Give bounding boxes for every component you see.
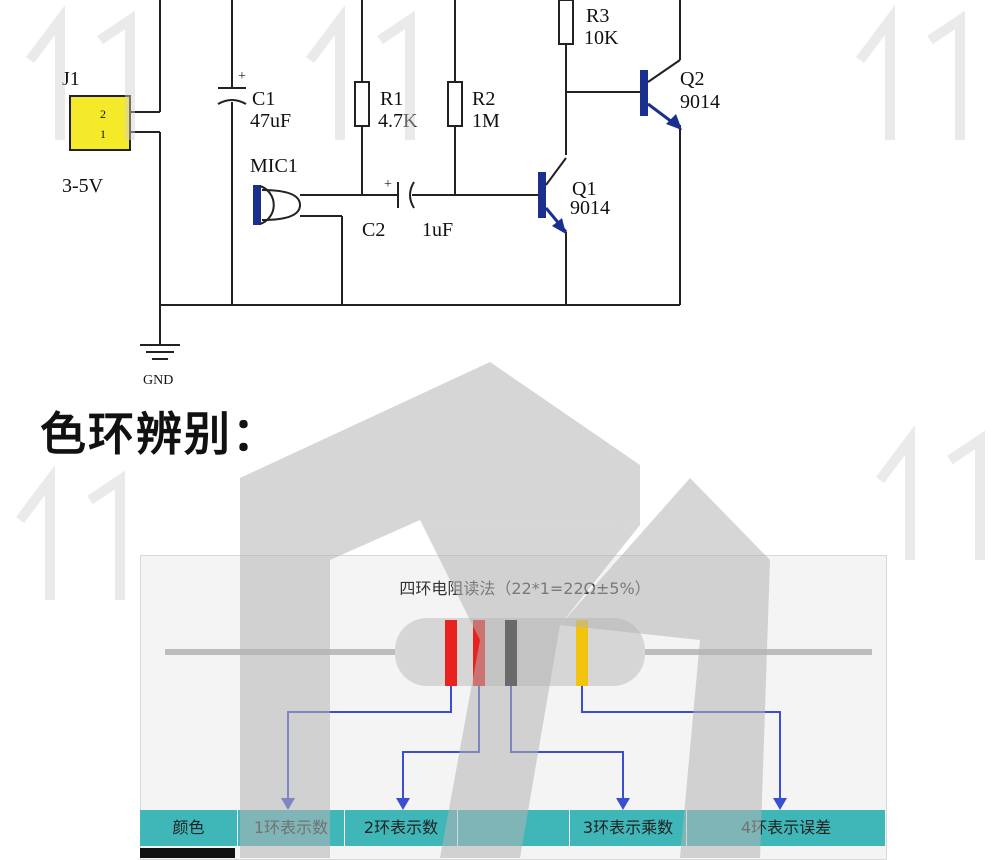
column-band-4: 4环表示误差 bbox=[687, 810, 885, 846]
resistor-body bbox=[395, 618, 645, 686]
j1-pin1: 1 bbox=[100, 127, 106, 141]
c1-plus-sign: + bbox=[238, 69, 246, 84]
c1-value: 47uF bbox=[250, 110, 291, 132]
color-code-table: 颜色 1环表示数 2环表示数 3环表示乘数 4环表示误差 bbox=[140, 810, 885, 858]
r3-ref: R3 bbox=[586, 5, 609, 27]
c2-plus-sign: + bbox=[384, 177, 392, 192]
r2-value: 1M bbox=[472, 110, 500, 132]
table-first-cell bbox=[140, 848, 235, 858]
column-band-1: 1环表示数 bbox=[238, 810, 345, 846]
r3-resistor bbox=[558, 0, 574, 45]
column-empty bbox=[458, 810, 570, 846]
band-4-leader-line bbox=[581, 686, 781, 798]
j1-ref: J1 bbox=[62, 68, 80, 90]
j1-connector bbox=[69, 95, 131, 151]
q1-transistor bbox=[538, 157, 568, 234]
r1-ref: R1 bbox=[380, 88, 403, 110]
supply-voltage-label: 3-5V bbox=[62, 175, 104, 197]
r1-resistor bbox=[354, 81, 370, 127]
c2-capacitor bbox=[397, 181, 415, 209]
mic-ref: MIC1 bbox=[250, 155, 298, 177]
q1-value: 9014 bbox=[570, 197, 610, 219]
c1-ref: C1 bbox=[252, 88, 275, 110]
r3-value: 10K bbox=[584, 27, 619, 49]
q2-value: 9014 bbox=[680, 91, 720, 113]
c1-capacitor bbox=[217, 87, 247, 105]
q1-ref: Q1 bbox=[572, 178, 596, 200]
r2-ref: R2 bbox=[472, 88, 495, 110]
resistor-band-1 bbox=[445, 620, 457, 686]
j1-pin2: 2 bbox=[100, 107, 106, 121]
resistor-band-3 bbox=[505, 620, 517, 686]
q2-ref: Q2 bbox=[680, 68, 704, 90]
column-band-3: 3环表示乘数 bbox=[570, 810, 687, 846]
band-3-arrowhead bbox=[616, 798, 630, 810]
q2-transistor bbox=[640, 59, 682, 130]
column-color: 颜色 bbox=[140, 810, 238, 846]
resistor-band-2 bbox=[473, 620, 485, 686]
gnd-label: GND bbox=[143, 373, 173, 388]
ground-symbol bbox=[140, 344, 180, 360]
column-band-2: 2环表示数 bbox=[345, 810, 458, 846]
microphone-symbol bbox=[253, 185, 302, 225]
c2-value: 1uF bbox=[422, 219, 453, 241]
c2-ref: C2 bbox=[362, 219, 385, 241]
band-3-leader-line bbox=[510, 686, 624, 798]
band-1-leader-line bbox=[287, 686, 452, 798]
r2-resistor bbox=[447, 81, 463, 127]
band-2-arrowhead bbox=[396, 798, 410, 810]
resistor-band-4 bbox=[576, 620, 588, 686]
r1-value: 4.7K bbox=[378, 110, 418, 132]
band-4-arrowhead bbox=[773, 798, 787, 810]
color-band-heading: 色环辨别： bbox=[40, 407, 280, 461]
band-1-arrowhead bbox=[281, 798, 295, 810]
band-2-leader-line bbox=[402, 686, 480, 798]
